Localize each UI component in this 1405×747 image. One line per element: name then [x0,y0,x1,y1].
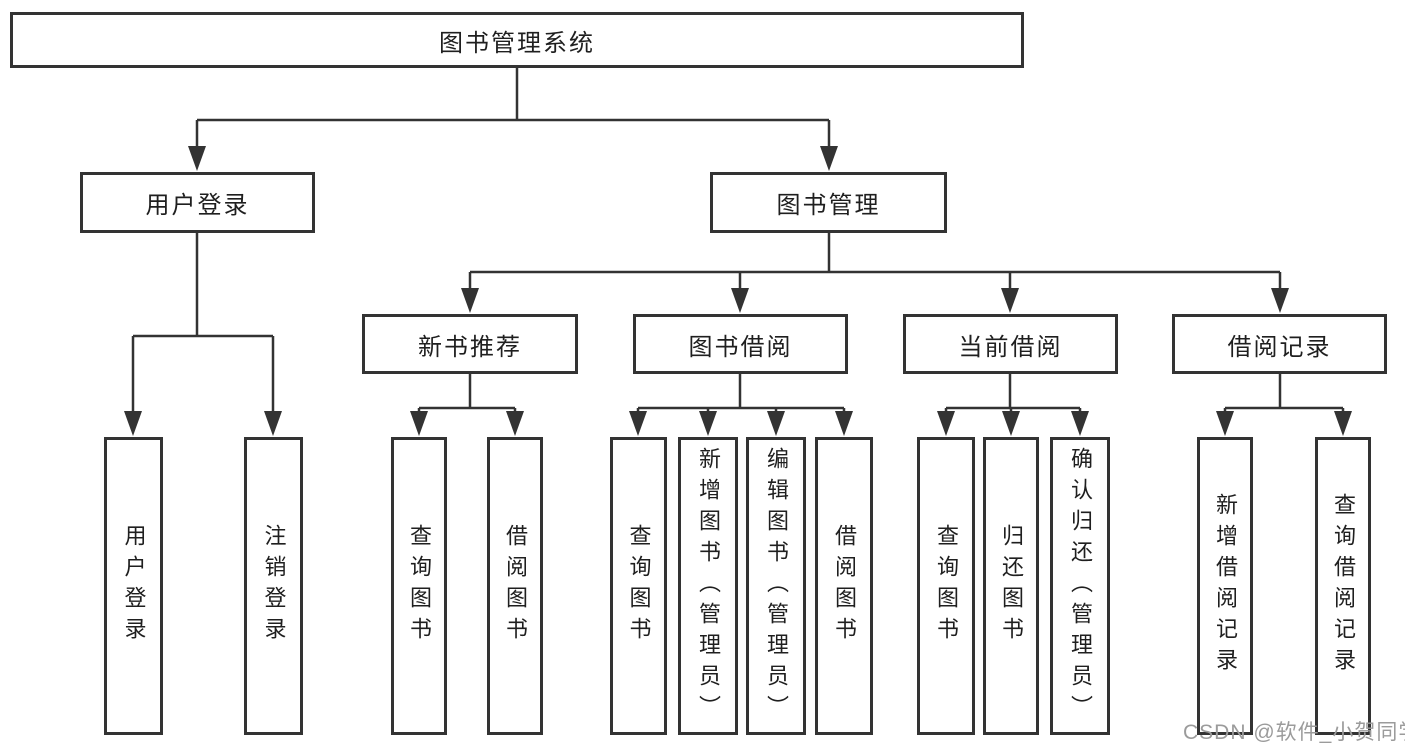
node-label: 借阅记录 [1227,333,1332,361]
leaf-logout: 注销登录 [244,437,303,735]
node-library-management-system: 图书管理系统 [10,12,1024,68]
leaf-recommend-borrow-books: 借阅图书 [487,437,543,735]
node-label: 新书推荐 [418,333,522,361]
leaf-label: 借阅图书 [832,524,857,648]
node-label: 图书借阅 [688,333,793,361]
node-borrowing-records: 借阅记录 [1172,314,1387,374]
leaf-label: 编辑图书（管理员） [764,446,789,726]
leaf-add-borrow-record: 新增借阅记录 [1197,437,1253,735]
node-current-borrowing: 当前借阅 [903,314,1118,374]
leaf-current-query-books: 查询图书 [917,437,975,735]
leaf-label: 查询借阅记录 [1331,493,1356,679]
leaf-label: 注销登录 [261,524,287,648]
leaf-label: 查询图书 [407,524,432,648]
leaf-user-login: 用户登录 [104,437,163,735]
leaf-recommend-query-books: 查询图书 [391,437,447,735]
leaf-confirm-return-admin: 确认归还（管理员） [1050,437,1110,735]
leaf-label: 归还图书 [999,524,1024,648]
leaf-label: 确认归还（管理员） [1068,446,1093,726]
leaf-borrowing-query-books: 查询图书 [610,437,667,735]
leaf-add-book-admin: 新增图书（管理员） [678,437,738,735]
node-label: 图书管理 [776,192,881,219]
leaf-return-books: 归还图书 [983,437,1039,735]
csdn-watermark: CSDN @软件_小贺同学 [1183,721,1405,744]
leaf-label: 新增图书（管理员） [696,446,721,726]
node-book-borrowing: 图书借阅 [633,314,848,374]
node-book-management: 图书管理 [710,172,947,233]
node-user-login: 用户登录 [80,172,315,233]
node-label: 图书管理系统 [439,29,595,57]
node-label: 用户登录 [145,192,250,219]
leaf-edit-book-admin: 编辑图书（管理员） [746,437,806,735]
leaf-label: 借阅图书 [503,524,528,648]
leaf-label: 查询图书 [626,524,652,648]
leaf-label: 查询图书 [934,524,959,648]
leaf-label: 新增借阅记录 [1213,493,1238,679]
leaf-label: 用户登录 [121,524,147,648]
node-new-book-recommendation: 新书推荐 [362,314,578,374]
leaf-borrowing-borrow-books: 借阅图书 [815,437,873,735]
node-label: 当前借阅 [958,333,1063,361]
leaf-query-borrow-record: 查询借阅记录 [1315,437,1371,735]
